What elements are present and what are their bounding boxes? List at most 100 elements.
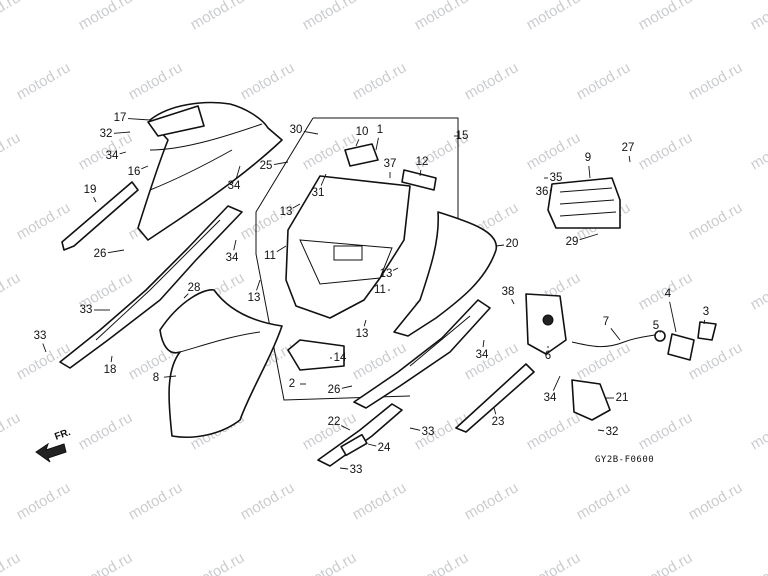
box-recess xyxy=(333,245,363,261)
watermark-text: motod.ru xyxy=(574,339,634,383)
watermark-text: motod.ru xyxy=(462,59,522,103)
callout-label: 8 xyxy=(153,372,159,384)
leader-line xyxy=(367,443,377,447)
watermark-text: motod.ru xyxy=(748,269,768,313)
leader-line xyxy=(276,245,287,253)
leader-line xyxy=(495,244,505,247)
front-arrow-icon xyxy=(35,442,67,463)
watermark-text: motod.ru xyxy=(126,479,186,523)
callout-label: 15 xyxy=(456,130,469,142)
watermark-text: motod.ru xyxy=(748,409,768,453)
carrier-bars xyxy=(559,187,617,217)
watermark-text: motod.ru xyxy=(76,0,136,33)
part-10-pad xyxy=(344,143,379,167)
watermark-text: motod.ru xyxy=(126,59,186,103)
part-4-lock xyxy=(667,333,695,361)
part-16-cover xyxy=(137,101,283,241)
leader-line xyxy=(93,196,97,203)
leader-line xyxy=(597,429,605,432)
watermark-text: motod.ru xyxy=(14,59,74,103)
callout-label: 25 xyxy=(260,160,273,172)
leader-line xyxy=(42,343,47,353)
callout-label: 13 xyxy=(280,206,293,218)
leader-line xyxy=(588,165,591,179)
watermark-text: motod.ru xyxy=(524,0,584,33)
leader-line xyxy=(341,385,353,389)
callout-label: 4 xyxy=(665,288,672,300)
watermark-text: motod.ru xyxy=(0,0,23,33)
watermark-text: motod.ru xyxy=(412,0,472,33)
part-5-washer xyxy=(654,330,666,342)
callout-label: 34 xyxy=(226,252,239,264)
leader-line xyxy=(233,239,237,251)
callout-label: 9 xyxy=(585,152,591,164)
callout-label: 22 xyxy=(328,416,341,428)
part-23-strip xyxy=(455,363,535,433)
callout-label: 31 xyxy=(312,187,325,199)
callout-label: 34 xyxy=(106,150,119,162)
callout-label: 26 xyxy=(94,248,107,260)
watermark-text: motod.ru xyxy=(350,59,410,103)
watermark-text: motod.ru xyxy=(14,199,74,243)
leader-line xyxy=(392,267,399,271)
callout-label: 17 xyxy=(114,112,127,124)
callout-label: 34 xyxy=(476,349,489,361)
callout-label: 13 xyxy=(248,292,261,304)
callout-label: 1 xyxy=(377,124,383,136)
watermark-text: motod.ru xyxy=(636,0,696,33)
part-8-line xyxy=(179,331,261,353)
watermark-text: motod.ru xyxy=(350,479,410,523)
part-17-emblem xyxy=(147,105,205,137)
leader-line xyxy=(482,339,485,348)
callout-label: 13 xyxy=(380,268,393,280)
part-9-carrier xyxy=(547,177,621,229)
part-21-cover xyxy=(571,379,611,421)
watermark-text: motod.ru xyxy=(0,269,23,313)
watermark-text: motod.ru xyxy=(0,129,23,173)
leader-line xyxy=(375,137,379,151)
leader-line xyxy=(113,131,131,134)
watermark-text: motod.ru xyxy=(300,0,360,33)
watermark-text: motod.ru xyxy=(0,409,23,453)
part-14-plate xyxy=(287,339,345,371)
callout-label: 11 xyxy=(264,250,276,262)
callout-label: 10 xyxy=(356,126,369,138)
stripe-line xyxy=(409,315,471,367)
leader-line xyxy=(355,139,360,147)
callout-label: 27 xyxy=(622,142,635,154)
leader-line xyxy=(127,118,151,121)
part-20-rear-cover xyxy=(393,211,498,337)
leader-line xyxy=(511,298,515,305)
leader-line xyxy=(141,165,149,170)
callout-label: 26 xyxy=(328,384,341,396)
watermark-text: motod.ru xyxy=(748,129,768,173)
callout-label: 18 xyxy=(104,364,117,376)
leader-line xyxy=(628,155,631,163)
watermark-text: motod.ru xyxy=(300,549,360,576)
watermark-text: motod.ru xyxy=(188,0,248,33)
watermark-text: motod.ru xyxy=(238,479,298,523)
part-3-key xyxy=(697,321,717,341)
callout-label: 34 xyxy=(228,180,241,192)
watermark-text: motod.ru xyxy=(76,409,136,453)
leader-line xyxy=(610,328,621,341)
part-12-label xyxy=(401,169,437,191)
watermark-text: motod.ru xyxy=(636,549,696,576)
watermark-text: motod.ru xyxy=(574,479,634,523)
part-15-luggage-box xyxy=(285,175,411,319)
callout-label: 32 xyxy=(100,128,113,140)
bracket-15-lower xyxy=(255,117,411,401)
leader-line xyxy=(303,130,319,135)
leader-line xyxy=(163,375,177,378)
callout-label: 33 xyxy=(34,330,47,342)
watermark-text: motod.ru xyxy=(14,479,74,523)
callout-label: 32 xyxy=(606,426,619,438)
callout-label: 28 xyxy=(188,282,201,294)
leader-line xyxy=(110,355,113,363)
part-16-line xyxy=(149,123,263,151)
callout-label: 5 xyxy=(653,320,659,332)
leader-line xyxy=(183,293,189,299)
callout-label: 38 xyxy=(502,286,515,298)
part-16-line2 xyxy=(149,149,233,191)
